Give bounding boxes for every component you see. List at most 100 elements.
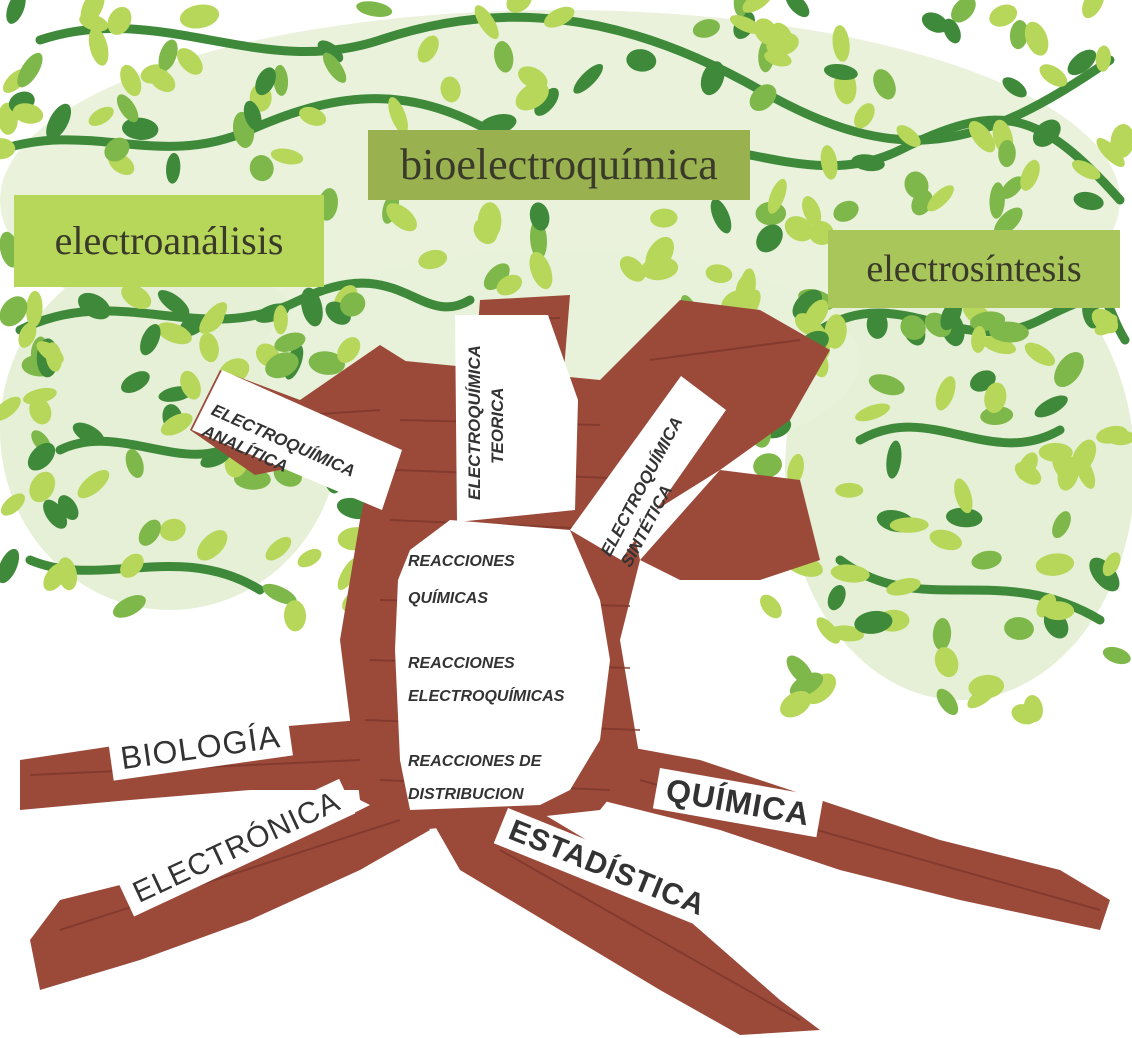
leaf bbox=[900, 315, 926, 340]
leaf bbox=[650, 208, 678, 228]
leaf bbox=[804, 299, 829, 329]
leaf bbox=[494, 41, 514, 73]
leaf bbox=[166, 152, 181, 184]
leaf bbox=[1009, 20, 1029, 50]
leaf bbox=[968, 674, 1005, 699]
leaf bbox=[1071, 160, 1101, 180]
leaf bbox=[934, 647, 959, 678]
leaf bbox=[17, 52, 43, 88]
leaf bbox=[77, 292, 111, 320]
leaf bbox=[249, 155, 274, 182]
leaf bbox=[36, 341, 64, 364]
leaf bbox=[1041, 601, 1075, 621]
core-electroquimicas: ELECTROQUÍMICAS bbox=[408, 688, 565, 705]
leaf bbox=[515, 82, 549, 111]
leaf bbox=[116, 94, 139, 123]
leaf bbox=[705, 264, 733, 284]
leaf bbox=[968, 120, 996, 153]
leaf bbox=[1002, 77, 1027, 98]
leaf bbox=[473, 218, 498, 245]
leaf bbox=[255, 67, 276, 96]
leaf bbox=[301, 287, 323, 327]
leaf bbox=[149, 68, 176, 93]
leaf bbox=[896, 125, 921, 147]
leaf bbox=[830, 564, 870, 583]
leaf bbox=[299, 106, 327, 126]
label-electroanalisis: electroanálisis bbox=[14, 195, 324, 287]
leaf bbox=[989, 321, 1029, 343]
leaf bbox=[199, 332, 219, 363]
leaf bbox=[1032, 119, 1061, 147]
leaf bbox=[927, 185, 954, 212]
leaf bbox=[1024, 342, 1056, 366]
leaf bbox=[889, 517, 929, 533]
leaf bbox=[770, 22, 794, 55]
leaf bbox=[1035, 553, 1075, 576]
leaf bbox=[1096, 137, 1125, 168]
leaf bbox=[234, 468, 271, 490]
leaf bbox=[337, 337, 361, 363]
leaf bbox=[27, 442, 56, 471]
leaf bbox=[1004, 617, 1034, 640]
leaf bbox=[1067, 49, 1097, 76]
core-reacciones-de: REACCIONES DE bbox=[408, 753, 542, 770]
leaf bbox=[1017, 452, 1038, 480]
leaf bbox=[1039, 64, 1068, 87]
leaf bbox=[835, 482, 864, 498]
leaf bbox=[851, 154, 885, 172]
card-teorica-shape bbox=[455, 315, 578, 522]
leaf bbox=[72, 422, 105, 446]
leaf bbox=[760, 594, 782, 619]
leaf bbox=[120, 64, 142, 97]
leaf bbox=[994, 207, 1023, 237]
core-distribucion: DISTRIBUCION bbox=[408, 786, 524, 803]
leaf bbox=[820, 145, 838, 180]
leaf bbox=[138, 519, 161, 546]
leaf bbox=[954, 478, 973, 514]
leaf bbox=[573, 63, 604, 94]
leaf bbox=[824, 314, 847, 349]
leaf bbox=[243, 100, 262, 131]
leaf bbox=[827, 584, 846, 611]
leaf bbox=[692, 19, 720, 38]
leaf bbox=[730, 15, 762, 34]
leaf bbox=[474, 5, 499, 40]
leaf bbox=[317, 40, 344, 63]
leaf bbox=[789, 672, 824, 697]
leaf bbox=[104, 137, 130, 162]
leaf bbox=[273, 305, 288, 335]
leaf bbox=[619, 256, 646, 282]
leaf bbox=[829, 625, 864, 642]
leaf bbox=[998, 139, 1016, 168]
leaf bbox=[478, 113, 517, 136]
leaf bbox=[23, 387, 57, 405]
leaf bbox=[121, 371, 150, 394]
leaf bbox=[935, 376, 956, 411]
leaf bbox=[46, 103, 72, 140]
leaf bbox=[177, 48, 203, 75]
leaf bbox=[544, 6, 575, 28]
leaves bbox=[0, 0, 1132, 725]
leaf bbox=[868, 374, 905, 396]
leaf bbox=[506, 0, 532, 13]
leaf bbox=[873, 69, 896, 100]
leaf bbox=[971, 326, 987, 353]
leaf bbox=[785, 0, 810, 18]
leaf bbox=[929, 529, 963, 551]
leaf bbox=[308, 351, 346, 375]
leaf bbox=[749, 84, 777, 111]
leaf bbox=[1023, 695, 1043, 722]
leaf bbox=[529, 202, 550, 231]
leaf bbox=[77, 469, 110, 499]
leaf bbox=[265, 352, 299, 379]
leaf bbox=[1102, 646, 1131, 665]
leaf bbox=[158, 39, 178, 71]
label-electroquimica-teorica: ELECTROQUÍMICA TEORICA bbox=[458, 310, 528, 510]
label-electrosintesis: electrosíntesis bbox=[828, 230, 1120, 308]
leaf bbox=[265, 536, 292, 561]
label-bioelectroquimica: bioelectroquímica bbox=[368, 130, 750, 200]
leaf bbox=[784, 216, 814, 242]
leaf bbox=[1051, 450, 1078, 484]
leaf bbox=[866, 310, 888, 339]
